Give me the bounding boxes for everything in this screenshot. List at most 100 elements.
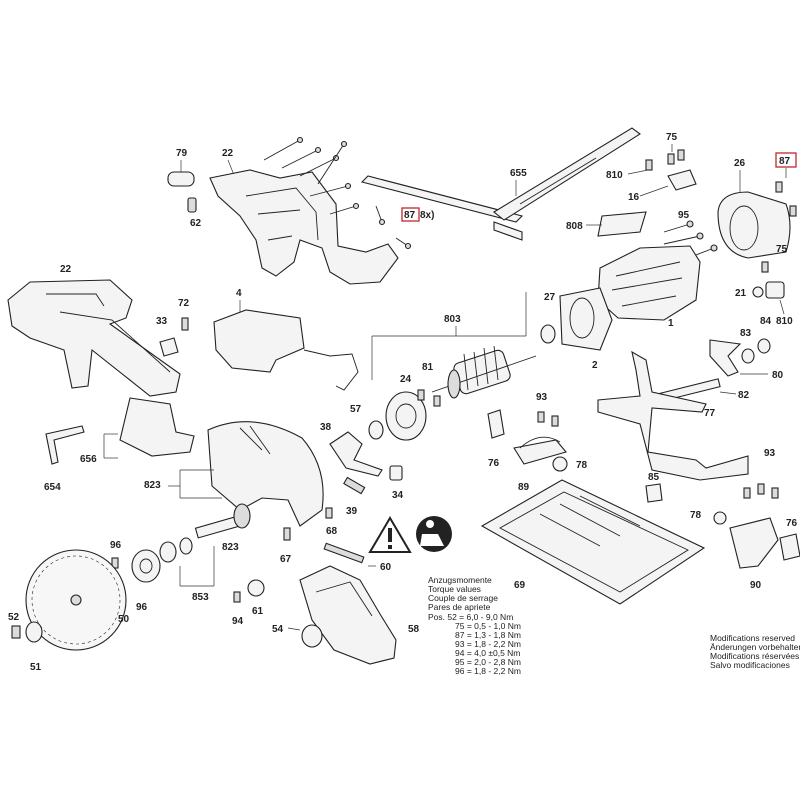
label-82: 82 bbox=[738, 390, 750, 401]
part-22-handle-housing bbox=[209, 169, 399, 285]
warning-triangle-icon bbox=[368, 516, 412, 553]
label-87-right: 87 bbox=[779, 156, 791, 167]
part-4-electronics bbox=[213, 309, 359, 391]
label-27: 27 bbox=[544, 292, 556, 303]
label-803: 803 bbox=[444, 314, 461, 325]
modifications-line-1: Änderungen vorbehalten bbox=[710, 642, 800, 652]
label-62: 62 bbox=[190, 218, 202, 229]
torque-line-3: Pares de apriete bbox=[428, 602, 491, 612]
label-96-right: 96 bbox=[136, 602, 148, 613]
screws-75-top bbox=[645, 149, 685, 171]
label-84: 84 bbox=[760, 316, 772, 327]
part-24-bearing-plate bbox=[385, 391, 427, 441]
label-94: 94 bbox=[232, 616, 244, 627]
part-22-battery-handle bbox=[7, 279, 181, 397]
part-38-blade-guard-lever bbox=[329, 431, 383, 477]
modifications-line-0: Modifications reserved bbox=[710, 633, 795, 643]
label-75-right: 75 bbox=[776, 244, 788, 255]
screws-95 bbox=[663, 220, 718, 259]
part-57-ring bbox=[368, 420, 384, 440]
label-79: 79 bbox=[176, 148, 188, 159]
label-95-top: 95 bbox=[678, 210, 690, 221]
part-808-label bbox=[597, 211, 647, 237]
label-2: 2 bbox=[592, 360, 598, 371]
part-76-clip-mid bbox=[487, 409, 505, 439]
screws-93-right bbox=[743, 483, 779, 499]
part-84-knob bbox=[757, 338, 771, 354]
part-62-screw bbox=[187, 197, 197, 213]
label-654: 654 bbox=[44, 482, 61, 493]
part-26-end-cap bbox=[717, 191, 791, 259]
part-78-knob-right bbox=[713, 511, 727, 525]
read-manual-icon bbox=[416, 516, 452, 552]
part-33-switch bbox=[159, 337, 179, 357]
label-24: 24 bbox=[400, 374, 412, 385]
part-72-pin bbox=[181, 317, 189, 331]
part-654-hex-key bbox=[45, 425, 85, 465]
part-34-lock-button bbox=[389, 465, 403, 481]
part-50-saw-blade bbox=[25, 549, 127, 651]
part-67-screw bbox=[283, 527, 291, 541]
label-51: 51 bbox=[30, 662, 42, 673]
part-21-clip bbox=[752, 281, 785, 299]
label-76-mid: 76 bbox=[488, 458, 500, 469]
part-52-screw bbox=[11, 625, 21, 639]
label-52: 52 bbox=[8, 612, 20, 623]
part-2-stator bbox=[559, 287, 613, 351]
label-83: 83 bbox=[740, 328, 752, 339]
torque-row-3: 93 = 1,8 - 2,2 Nm bbox=[455, 639, 521, 649]
label-22-left: 22 bbox=[60, 264, 72, 275]
part-656-dust-nozzle bbox=[119, 397, 195, 457]
label-81: 81 bbox=[422, 362, 434, 373]
label-75-top: 75 bbox=[666, 132, 678, 143]
torque-row-5: 95 = 2,0 - 2,8 Nm bbox=[455, 657, 521, 667]
part-61-knob bbox=[247, 579, 265, 597]
part-655-rip-fence bbox=[360, 127, 641, 241]
label-78-mid: 78 bbox=[576, 460, 588, 471]
label-54: 54 bbox=[272, 624, 284, 635]
label-810-top: 810 bbox=[606, 170, 623, 181]
torque-line-1: Torque values bbox=[428, 584, 481, 594]
label-33: 33 bbox=[156, 316, 168, 327]
torque-row-0: Pos. 52 = 6,0 - 9,0 Nm bbox=[428, 612, 513, 622]
highlight-87-right bbox=[775, 152, 797, 168]
label-77: 77 bbox=[704, 408, 716, 419]
part-77-bevel-bracket bbox=[597, 350, 749, 481]
part-bearing-ring bbox=[159, 537, 193, 563]
part-81-brushes bbox=[417, 389, 441, 407]
label-57: 57 bbox=[350, 404, 362, 415]
torque-row-1: 75 = 0,5 - 1,0 Nm bbox=[455, 621, 521, 631]
part-79-pin bbox=[167, 171, 195, 187]
label-87-left-qty: 8x) bbox=[420, 210, 434, 221]
label-87-left: 87 bbox=[404, 210, 416, 221]
part-16-bracket bbox=[667, 169, 697, 191]
part-75-screw-right bbox=[761, 261, 769, 273]
label-89: 89 bbox=[518, 482, 530, 493]
label-50: 50 bbox=[118, 614, 130, 625]
part-upper-blade-guard bbox=[207, 421, 324, 527]
part-68-screw bbox=[325, 507, 333, 519]
part-85-bolt bbox=[645, 483, 663, 503]
label-823-b: 823 bbox=[222, 542, 239, 553]
label-58: 58 bbox=[408, 624, 420, 635]
label-26: 26 bbox=[734, 158, 746, 169]
screws-93-mid bbox=[537, 411, 559, 427]
part-803-armature bbox=[431, 345, 537, 399]
label-80: 80 bbox=[772, 370, 784, 381]
label-16: 16 bbox=[628, 192, 640, 203]
part-90-bracket bbox=[729, 517, 779, 569]
modifications-line-3: Salvo modificaciones bbox=[710, 660, 790, 670]
part-94-screw bbox=[233, 591, 241, 603]
part-69-base-plate bbox=[480, 479, 706, 605]
label-810-right: 810 bbox=[776, 316, 793, 327]
label-656: 656 bbox=[80, 454, 97, 465]
part-bearing-flange bbox=[131, 549, 161, 583]
modifications-note: Modifications reserved Änderungen vorbeh… bbox=[710, 633, 800, 670]
label-4: 4 bbox=[236, 288, 242, 299]
part-76-clip-right bbox=[779, 533, 800, 561]
label-34: 34 bbox=[392, 490, 404, 501]
modifications-line-2: Modifications réservées bbox=[710, 651, 799, 661]
torque-line-0: Anzugsmomente bbox=[428, 575, 492, 585]
label-72: 72 bbox=[178, 298, 190, 309]
part-54-ring bbox=[301, 624, 323, 648]
